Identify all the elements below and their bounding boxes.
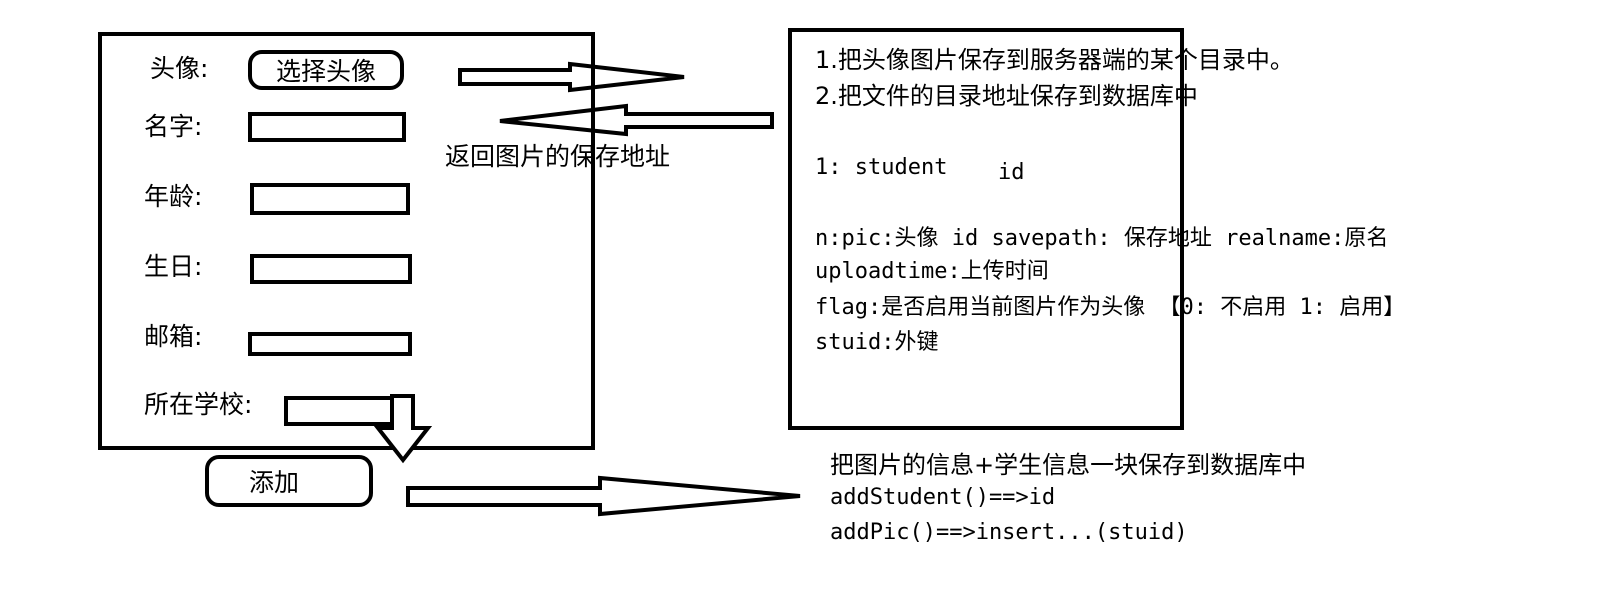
choose-avatar-button[interactable]: 选择头像 bbox=[248, 50, 404, 90]
server-note-line2: 2.把文件的目录地址保存到数据库中 bbox=[815, 82, 1198, 110]
email-input[interactable] bbox=[248, 332, 412, 356]
return-arrow-icon bbox=[499, 103, 774, 137]
birthday-input[interactable] bbox=[250, 254, 412, 284]
email-label: 邮箱: bbox=[144, 322, 203, 351]
flag-line: flag:是否启用当前图片作为头像 【0: 不启用 1: 启用】 bbox=[815, 295, 1406, 320]
save-arrow-icon bbox=[406, 475, 801, 517]
school-label: 所在学校: bbox=[144, 390, 253, 419]
age-input[interactable] bbox=[250, 183, 410, 215]
student-table-line: 1: student bbox=[815, 155, 948, 180]
server-notes-frame bbox=[788, 28, 1184, 430]
return-path-text: 返回图片的保存地址 bbox=[445, 142, 671, 171]
uploadtime-line: uploadtime:上传时间 bbox=[815, 259, 1049, 284]
down-arrow-icon bbox=[373, 394, 433, 464]
save-note-line3: addPic()==>insert...(stuid) bbox=[830, 520, 1188, 545]
upload-arrow-icon bbox=[458, 61, 685, 93]
age-label: 年龄: bbox=[144, 182, 203, 211]
stuid-line: stuid:外键 bbox=[815, 330, 939, 355]
save-note-line1: 把图片的信息+学生信息一块保存到数据库中 bbox=[830, 451, 1307, 479]
name-input[interactable] bbox=[248, 112, 406, 142]
server-note-line1: 1.把头像图片保存到服务器端的某个目录中。 bbox=[815, 46, 1294, 74]
student-form-frame bbox=[98, 32, 595, 450]
student-id-field: id bbox=[998, 160, 1025, 185]
pic-table-line: n:pic:头像 id savepath: 保存地址 realname:原名 bbox=[815, 226, 1389, 251]
name-label: 名字: bbox=[144, 112, 203, 141]
add-button[interactable]: 添加 bbox=[205, 455, 373, 507]
birthday-label: 生日: bbox=[144, 252, 203, 281]
avatar-label: 头像: bbox=[150, 54, 209, 83]
save-note-line2: addStudent()==>id bbox=[830, 485, 1056, 510]
